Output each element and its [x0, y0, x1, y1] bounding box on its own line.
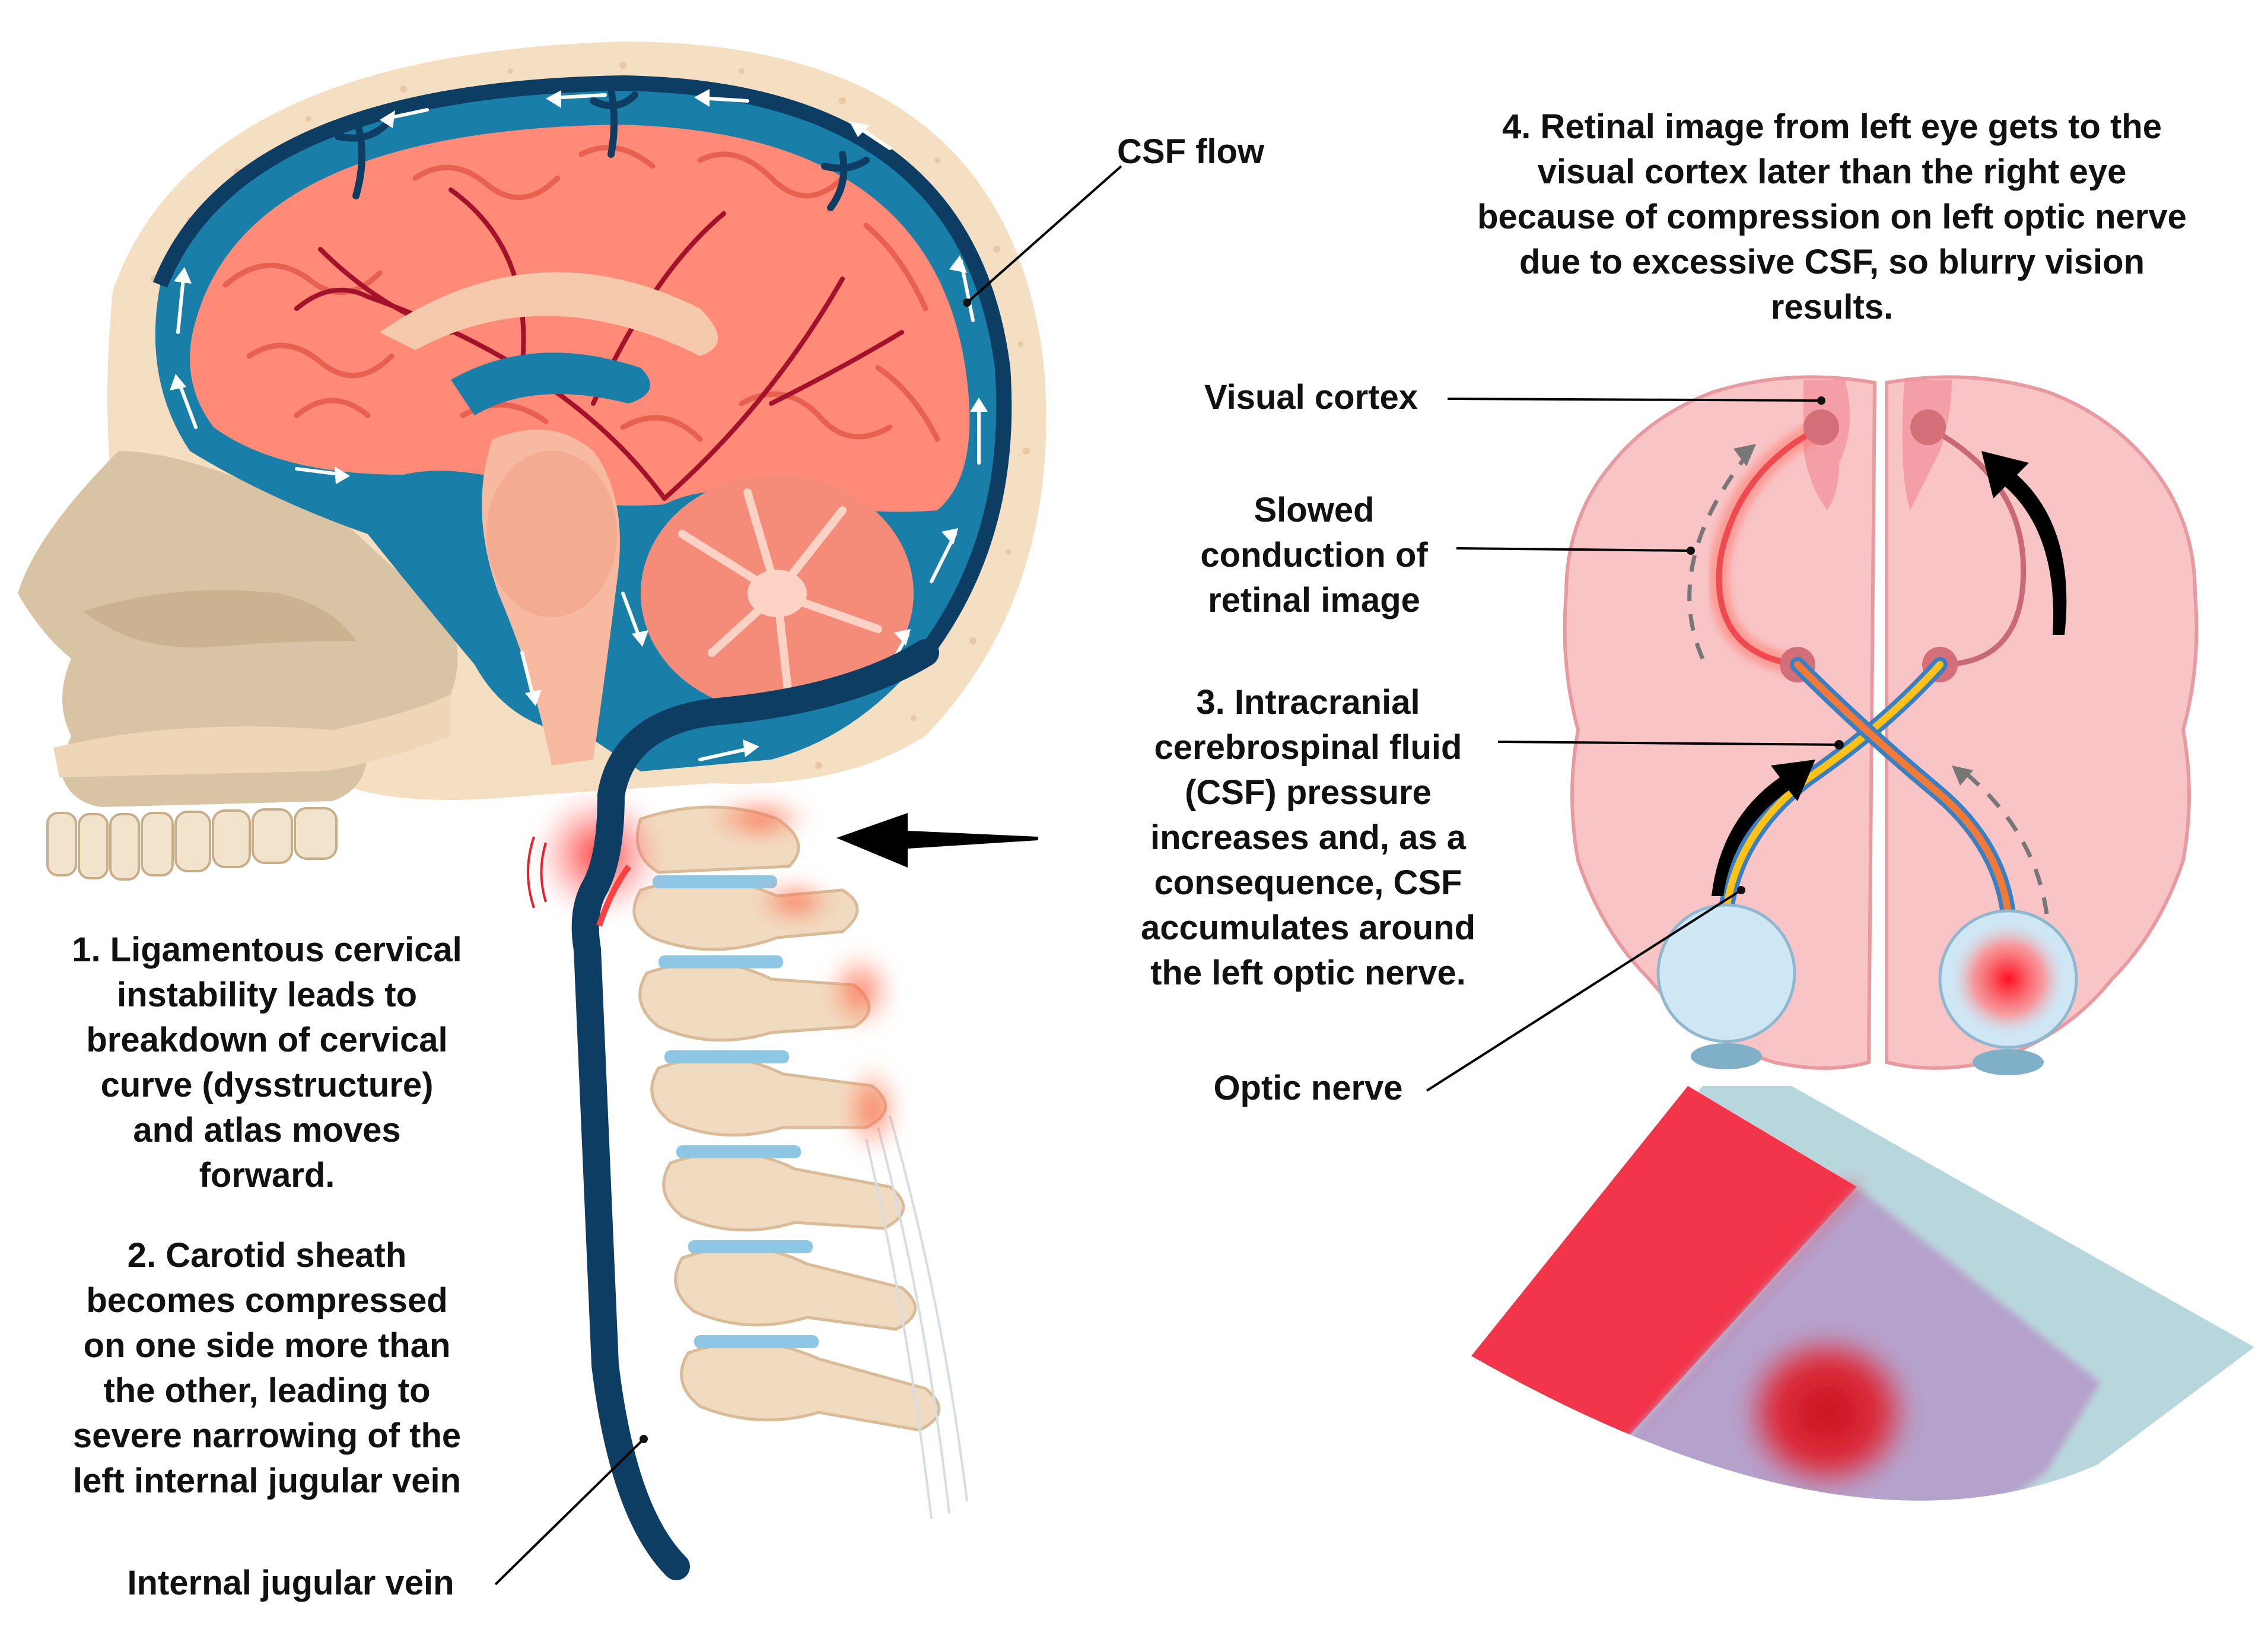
- fast-conduction-arrow: [1981, 451, 2067, 635]
- optic-chiasm: [1719, 657, 2016, 922]
- label-step-4: 4. Retinal image from left eye gets to t…: [1477, 107, 2187, 326]
- left-eye-signal-arrow: [1712, 760, 1815, 896]
- label-csf-flow: CSF flow: [1117, 132, 1265, 171]
- right-visual-cortex-area: [1902, 380, 1952, 510]
- cervical-spine: [632, 805, 968, 1520]
- csf-flow-arrowheads: [170, 89, 988, 757]
- cerebrum: [190, 125, 970, 512]
- label-step-2: 2. Carotid sheath becomes compressed on …: [72, 1236, 462, 1500]
- left-cortex-node: [1803, 409, 1839, 445]
- corpus-callosum: [380, 272, 718, 356]
- visual-field-fan: [1471, 1086, 2254, 1501]
- label-step-3: 3. Intracranial cerebrospinal fluid (CSF…: [1140, 683, 1476, 992]
- right-eye: [1938, 909, 2078, 1075]
- label-visual-cortex: Visual cortex: [1204, 378, 1418, 417]
- right-cortex-node: [1910, 409, 1946, 445]
- gyri: [222, 145, 940, 442]
- mandible: [53, 694, 451, 777]
- pons: [486, 451, 617, 617]
- inflammation-glows: [534, 789, 902, 1157]
- head-illustration: [18, 42, 1046, 1580]
- internal-jugular-vein: [571, 639, 939, 1580]
- compression-lines: [527, 836, 547, 909]
- teeth: [46, 807, 338, 881]
- bone-texture: [151, 62, 1030, 769]
- slowed-dashed-arrowhead: [1733, 444, 1756, 466]
- visual-pathway-illustration: [1471, 375, 2254, 1501]
- left-eye-field: [1471, 1086, 1857, 1466]
- arachnoid-granulations: [335, 85, 870, 211]
- jugular-compression-mark: [596, 865, 632, 927]
- left-eye: [1656, 903, 1796, 1069]
- left-optic-radiation-line: [1716, 424, 1823, 668]
- right-optic-radiation: [1926, 425, 2027, 668]
- right-dashed-arrowhead: [1952, 765, 1973, 786]
- dural-sinus: [152, 75, 1012, 657]
- leader-dots: [640, 298, 1825, 1443]
- label-slowed-conduction: Slowed conduction of retinal image: [1200, 491, 1428, 620]
- atlas-forward-arrow: [836, 813, 1038, 868]
- label-internal-jugular-vein: Internal jugular vein: [127, 1564, 454, 1602]
- blur-spot: [1738, 1329, 1916, 1495]
- label-optic-nerve: Optic nerve: [1213, 1069, 1403, 1107]
- label-step-1: 1. Ligamentous cervical instability lead…: [72, 930, 462, 1195]
- ventricle: [451, 352, 650, 415]
- leader-lines: [494, 165, 1840, 1586]
- slowed-dashed-arrow: [1687, 449, 1752, 660]
- cerebellum: [641, 475, 914, 712]
- cheekbone: [83, 590, 356, 648]
